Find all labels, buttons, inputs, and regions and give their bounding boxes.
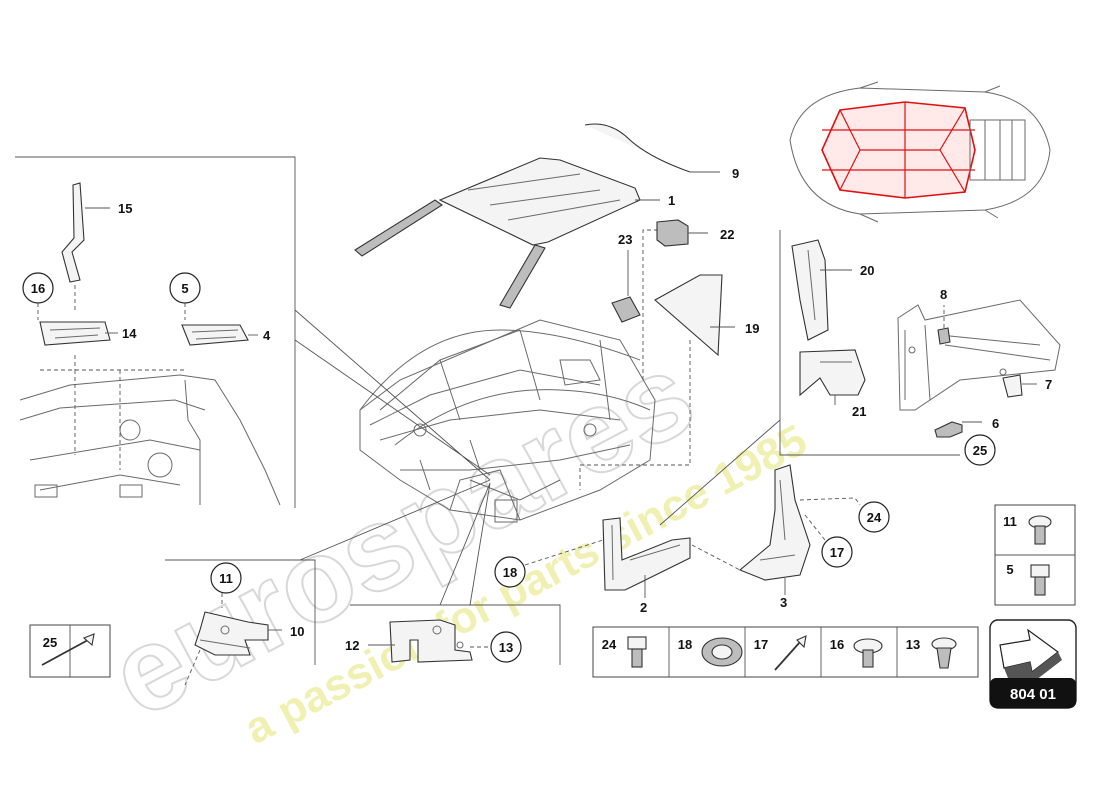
part-22-block: 22 <box>656 219 734 247</box>
label-4: 4 <box>263 328 271 343</box>
rivet-icon <box>774 635 807 671</box>
label-16: 16 <box>31 281 45 296</box>
catalog-reference-badge: 804 01 <box>989 619 1077 709</box>
fastener-13-label: 13 <box>906 637 920 652</box>
part-14-plate: 14 <box>39 321 137 346</box>
part-4-gasket: 4 <box>181 324 271 346</box>
callout-circle-17 <box>821 536 853 568</box>
label-2: 2 <box>640 600 647 615</box>
part-7-clip: 7 <box>1002 374 1052 398</box>
part-3-pillar: 3 <box>738 464 811 610</box>
part-2-sill: 2 <box>602 419 781 615</box>
part-8-clip: 8 <box>937 287 951 345</box>
part-20-pillar: 20 <box>791 239 874 341</box>
label-3: 3 <box>780 595 787 610</box>
fastener-18-label: 18 <box>678 637 692 652</box>
label-18: 18 <box>503 565 517 580</box>
callout-circle-25 <box>964 434 996 466</box>
callout-circle-11 <box>210 562 242 594</box>
rivet-box: 25 <box>29 624 111 678</box>
label-5: 5 <box>181 281 188 296</box>
inset-frame-bottom-left <box>165 559 316 665</box>
label-22: 22 <box>720 227 734 242</box>
side-sill-panel <box>897 299 1061 411</box>
hex-bolt-icon <box>1030 564 1050 596</box>
fastener-table-right: 11 5 <box>994 504 1076 606</box>
part-15-pipe: 15 <box>61 182 132 310</box>
part-10-plate: 10 <box>184 611 304 686</box>
watermark: eurospares a passion for parts since 198… <box>89 327 814 754</box>
label-14: 14 <box>122 326 137 341</box>
inset-frame-bottom-mid <box>350 604 561 665</box>
push-clip-icon <box>931 637 957 669</box>
grommet-icon <box>701 637 743 667</box>
label-13: 13 <box>499 640 513 655</box>
part-6-clip: 6 <box>934 416 999 438</box>
part-23-grommet: 23 <box>611 232 641 323</box>
fastener-24-label: 24 <box>602 637 617 652</box>
label-21: 21 <box>852 404 866 419</box>
inset-frame-left <box>15 156 296 508</box>
inset-frame-right <box>779 230 960 456</box>
flange-bolt-icon <box>1028 515 1052 545</box>
callout-circle-18 <box>494 556 526 588</box>
label-6: 6 <box>992 416 999 431</box>
label-9: 9 <box>732 166 739 181</box>
label-19: 19 <box>745 321 759 336</box>
bolt-icon <box>627 636 647 668</box>
label-12: 12 <box>345 638 359 653</box>
callout-circle-24 <box>858 501 890 533</box>
car-body-frame <box>359 319 656 523</box>
part-19-panel: 19 <box>654 274 759 357</box>
fastener-table-bottom: 24 18 17 16 13 <box>592 626 979 678</box>
label-8: 8 <box>940 287 947 302</box>
fastener-16-label: 16 <box>830 637 844 652</box>
part-9-seal: 9 <box>584 123 739 181</box>
fastener-11-label: 11 <box>1003 514 1017 529</box>
label-1: 1 <box>668 193 675 208</box>
callout-circle-13 <box>490 631 522 663</box>
label-10: 10 <box>290 624 304 639</box>
label-20: 20 <box>860 263 874 278</box>
fastener-5-label: 5 <box>1006 562 1013 577</box>
label-11: 11 <box>219 571 233 586</box>
label-24: 24 <box>867 510 882 525</box>
fastener-17-label: 17 <box>754 637 768 652</box>
rear-panel-inset <box>19 355 281 506</box>
label-23: 23 <box>618 232 632 247</box>
label-25: 25 <box>973 443 987 458</box>
car-overview-top-view <box>789 81 1051 223</box>
catalog-ref-number: 804 01 <box>1010 686 1056 703</box>
label-17: 17 <box>830 545 844 560</box>
label-7: 7 <box>1045 377 1052 392</box>
rivet-box-label: 25 <box>43 635 57 650</box>
part-21-bracket: 21 <box>799 349 866 419</box>
screw-icon <box>853 638 883 668</box>
part-12-bracket: 12 <box>345 619 490 663</box>
part-1-roof: 1 <box>354 157 675 309</box>
label-15: 15 <box>118 201 132 216</box>
